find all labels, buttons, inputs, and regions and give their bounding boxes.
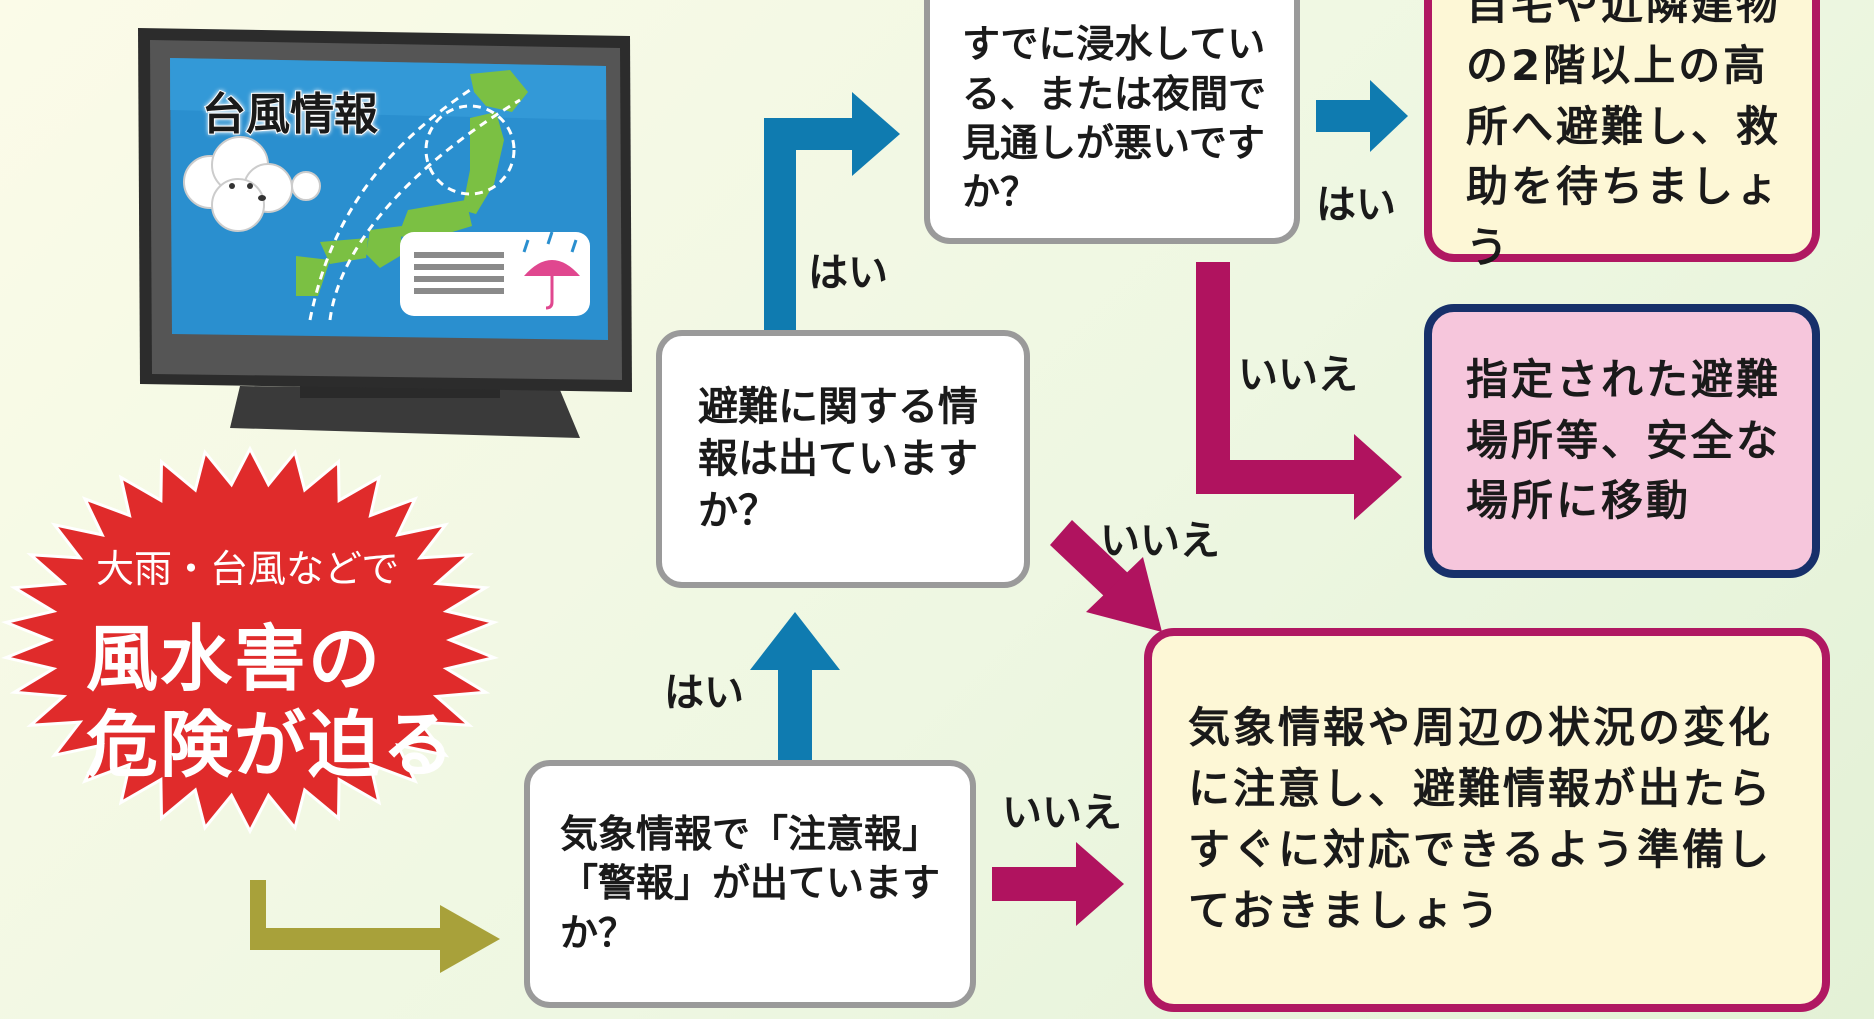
- result-vertical-evacuation: 自宅や近隣建物の2階以上の高所へ避難し、救助を待ちましょう: [1424, 0, 1820, 272]
- umbrella-icon: [522, 231, 580, 310]
- weather-panel-icon: [400, 232, 590, 316]
- burst-title-line1: 風水害の: [86, 617, 383, 701]
- question-flooding-text: すでに浸水している、または夜間で見通しが悪いですか？: [962, 22, 1267, 215]
- result-stay-alert-text: 気象情報や周辺の状況の変化に注意し、避難情報が出たらすぐに対応できるよう準備して…: [1188, 703, 1774, 935]
- burst-title-line2: 危険が迫る: [86, 703, 457, 787]
- label-yes-q1: はい: [664, 670, 744, 716]
- wind-cloud-icon: [183, 136, 321, 232]
- question-evacuation-info-box: 避難に関する情報は出ていますか？: [656, 330, 1030, 588]
- result-vertical-evacuation-text: 自宅や近隣建物の2階以上の高所へ避難し、救助を待ちましょう: [1466, 0, 1782, 273]
- typhoon-path-icon: [308, 88, 521, 321]
- result-stay-alert: 気象情報や周辺の状況の変化に注意し、避難情報が出たらすぐに対応できるよう準備して…: [1144, 628, 1830, 1012]
- yes-arrow-right: [1316, 80, 1408, 152]
- japan-map-icon: [296, 70, 528, 296]
- label-no-q1: いいえ: [1002, 790, 1122, 836]
- question-evacuation-info-text: 避難に関する情報は出ていますか？: [698, 384, 978, 534]
- result-move-to-shelter: 指定された避難場所等、安全な場所に移動: [1424, 304, 1820, 578]
- no-arrow-right: [992, 842, 1124, 926]
- label-no-q3: いいえ: [1238, 352, 1358, 398]
- burst-subtitle: 大雨・台風などで: [96, 547, 400, 591]
- start-arrow: [250, 880, 500, 973]
- question-warning-box: 気象情報で「注意報」 「警報」が出ていますか？: [524, 760, 976, 1008]
- question-warning-text: 気象情報で「注意報」 「警報」が出ていますか？: [560, 811, 941, 955]
- label-yes-q3: はい: [1316, 182, 1396, 228]
- yes-arrow-up: [750, 612, 840, 760]
- no-arrow-bent: [1196, 262, 1402, 520]
- result-move-to-shelter-text: 指定された避難場所等、安全な場所に移動: [1466, 354, 1782, 526]
- question-flooding-box: すでに浸水している、または夜間で見通しが悪いですか？: [924, 0, 1300, 244]
- no-arrow-diagonal: [1050, 520, 1162, 632]
- tv-screen-title: 台風情報: [201, 88, 379, 141]
- yes-arrow-bent: [764, 92, 900, 338]
- label-yes-q2: はい: [808, 250, 888, 296]
- label-no-q2: いいえ: [1100, 518, 1220, 564]
